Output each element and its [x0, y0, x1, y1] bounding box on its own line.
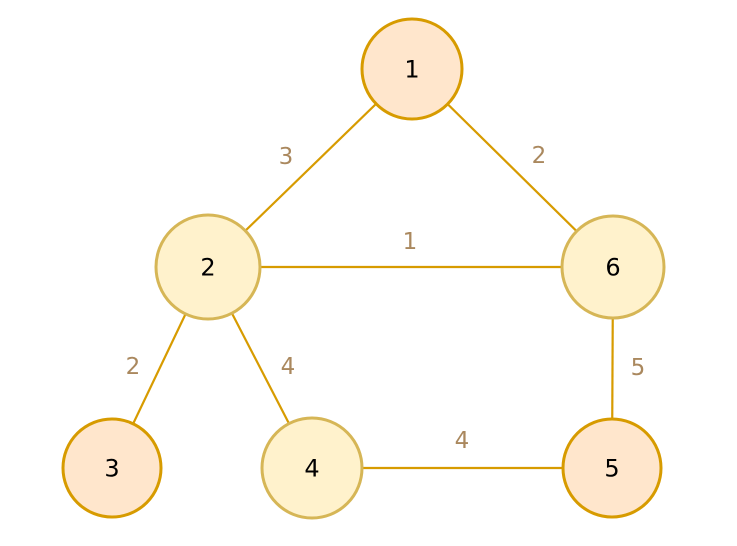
- edge-weight-1-6: 2: [532, 143, 547, 169]
- node-label-5: 5: [604, 454, 619, 482]
- edge-weight-4-5: 4: [455, 428, 470, 454]
- node-4: 4: [260, 416, 364, 520]
- node-2: 2: [154, 213, 262, 321]
- edge-labels-layer: 3 2 1 2 4 5 4: [126, 143, 646, 454]
- node-circle-6: [560, 214, 666, 320]
- node-label-4: 4: [304, 454, 319, 482]
- node-label-1: 1: [404, 55, 419, 83]
- edge-weight-6-5: 5: [631, 355, 646, 381]
- node-circle-2: [154, 213, 262, 321]
- node-circle-5: [561, 417, 663, 519]
- node-circle-3: [61, 417, 163, 519]
- edge-weight-2-4: 4: [281, 354, 296, 380]
- node-label-6: 6: [605, 253, 620, 281]
- node-1: 1: [360, 17, 464, 121]
- node-circle-1: [360, 17, 464, 121]
- node-label-2: 2: [200, 253, 215, 281]
- edge-weight-1-2: 3: [279, 144, 294, 170]
- node-circle-4: [260, 416, 364, 520]
- node-5: 5: [561, 417, 663, 519]
- node-6: 6: [560, 214, 666, 320]
- edge-weight-2-6: 1: [403, 229, 418, 255]
- node-3: 3: [61, 417, 163, 519]
- node-label-3: 3: [104, 454, 119, 482]
- edge-weight-2-3: 2: [126, 354, 141, 380]
- nodes-layer: 1 2 6 3 4 5: [61, 17, 666, 520]
